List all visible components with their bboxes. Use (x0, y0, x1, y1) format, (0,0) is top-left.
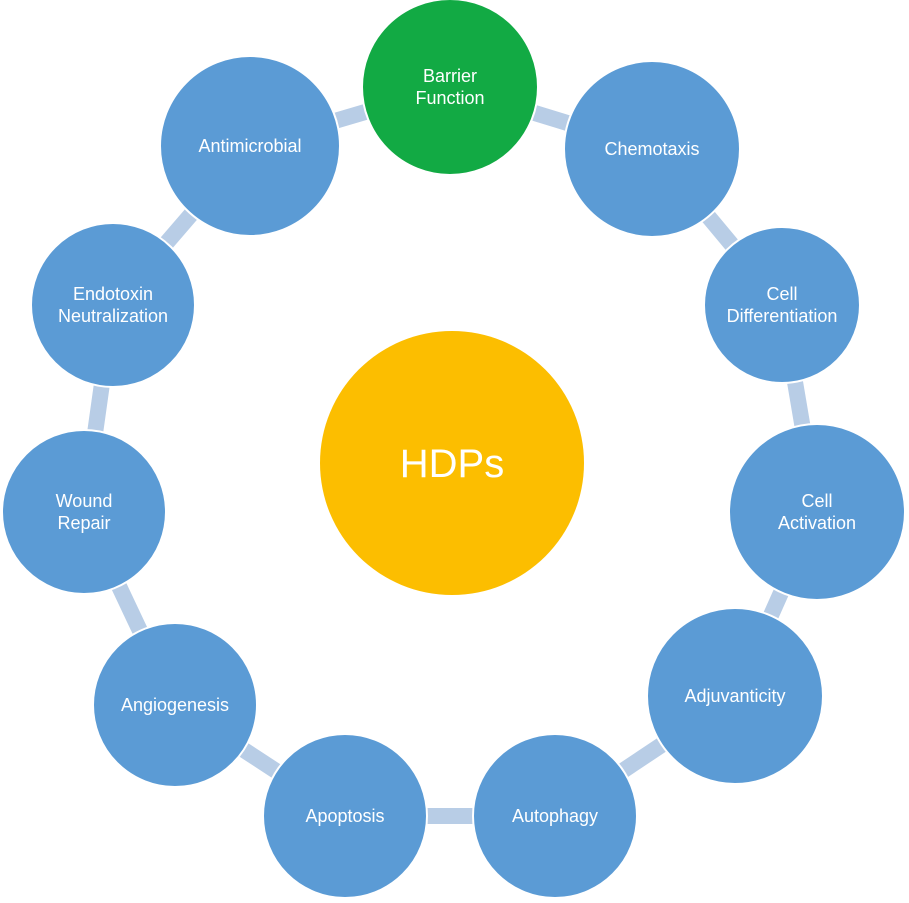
node-antimicrobial: Antimicrobial (159, 55, 341, 237)
node-label-adjuvanticity-0: Adjuvanticity (684, 686, 785, 706)
node-circle-autophagy (472, 733, 638, 899)
node-label-chemotaxis-0: Chemotaxis (604, 139, 699, 159)
node-circle-apoptosis (262, 733, 428, 899)
node-chemotaxis: Chemotaxis (563, 60, 741, 238)
node-circle-wound-repair (1, 429, 167, 595)
center-circle (320, 331, 584, 595)
node-circle-endotoxin-neutralization (30, 222, 196, 388)
center-node: HDPs (320, 331, 584, 595)
node-label-wound-repair-1: Repair (57, 513, 110, 533)
node-label-cell-differentiation-1: Differentiation (727, 306, 838, 326)
connector-autophagy-apoptosis (412, 808, 488, 824)
node-angiogenesis: Angiogenesis (92, 622, 258, 788)
node-label-endotoxin-neutralization-0: Endotoxin (73, 284, 153, 304)
node-label-apoptosis-0: Apoptosis (305, 806, 384, 826)
node-circle-adjuvanticity (646, 607, 824, 785)
node-label-cell-activation-1: Activation (778, 513, 856, 533)
node-autophagy: Autophagy (472, 733, 638, 899)
center-label: HDPs (400, 442, 504, 486)
node-label-cell-differentiation-0: Cell (766, 284, 797, 304)
node-adjuvanticity: Adjuvanticity (646, 607, 824, 785)
node-circle-cell-differentiation (703, 226, 861, 384)
node-label-cell-activation-0: Cell (801, 491, 832, 511)
connector-angiogenesis-wound-repair (105, 569, 154, 648)
node-label-angiogenesis-0: Angiogenesis (121, 695, 229, 715)
node-label-antimicrobial-0: Antimicrobial (198, 136, 301, 156)
node-circle-chemotaxis (563, 60, 741, 238)
node-label-endotoxin-neutralization-1: Neutralization (58, 306, 168, 326)
node-label-barrier-function-1: Function (415, 88, 484, 108)
node-label-wound-repair-0: Wound (56, 491, 113, 511)
node-circle-antimicrobial (159, 55, 341, 237)
node-circle-barrier-function (361, 0, 539, 176)
node-label-autophagy-0: Autophagy (512, 806, 598, 826)
connector-wound-repair-endotoxin-neutralization (85, 370, 112, 447)
node-circle-cell-activation (728, 423, 906, 601)
node-circle-angiogenesis (92, 622, 258, 788)
node-apoptosis: Apoptosis (262, 733, 428, 899)
node-label-barrier-function-0: Barrier (423, 66, 477, 86)
